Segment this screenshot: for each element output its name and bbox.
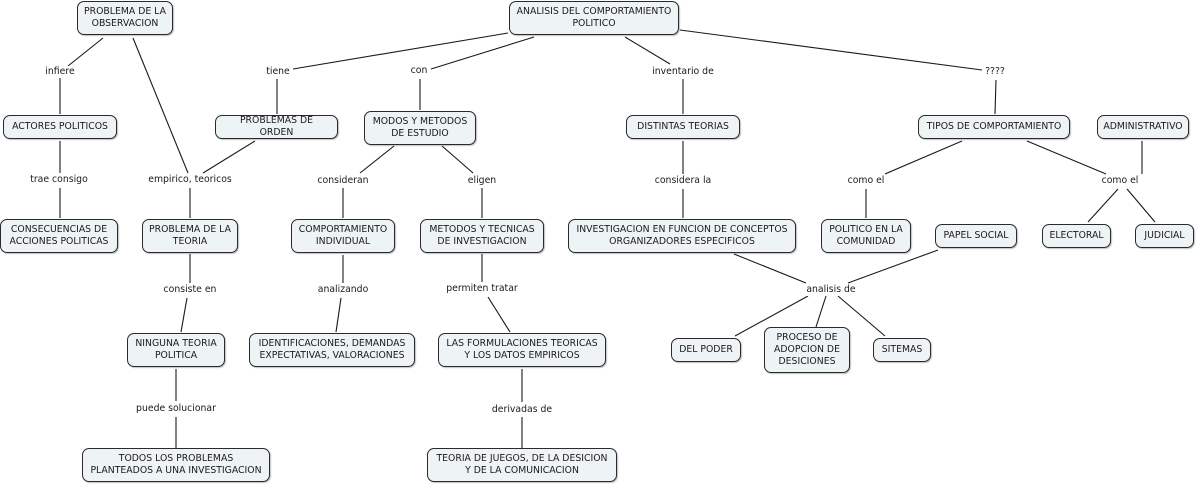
node-sitemas[interactable]: SITEMAS — [873, 338, 931, 362]
link-label-como-el: como el — [1099, 175, 1141, 187]
link-label-derivadas-de: derivadas de — [489, 404, 555, 416]
link-label-con: con — [408, 65, 430, 77]
link-label-empirico-teoricos: empirico, teoricos — [146, 174, 234, 186]
node-modos-metodos[interactable]: MODOS Y METODOS DE ESTUDIO — [364, 111, 476, 145]
node-teoria-juegos[interactable]: TEORIA DE JUEGOS, DE LA DESICION Y DE LA… — [427, 448, 617, 482]
node-formulaciones[interactable]: LAS FORMULACIONES TEORICAS Y LOS DATOS E… — [438, 333, 606, 367]
link-label-consiste-en: consiste en — [161, 284, 219, 296]
node-comportamiento-individual[interactable]: COMPORTAMIENTO INDIVIDUAL — [291, 219, 395, 253]
node-identificaciones[interactable]: IDENTIFICACIONES, DEMANDAS EXPECTATIVAS,… — [249, 333, 415, 367]
node-tipos-comportamiento[interactable]: TIPOS DE COMPORTAMIENTO — [918, 115, 1070, 139]
link-label-analisis-de: analisis de — [804, 284, 858, 296]
node-proceso-adopcion[interactable]: PROCESO DE ADOPCION DE DESICIONES — [764, 327, 850, 373]
node-del-poder[interactable]: DEL PODER — [671, 338, 741, 362]
node-judicial[interactable]: JUDICIAL — [1135, 224, 1194, 248]
node-metodos-tecnicas[interactable]: METODOS Y TECNICAS DE INVESTIGACION — [420, 219, 544, 253]
link-label-trae-consigo: trae consigo — [28, 174, 90, 186]
node-electoral[interactable]: ELECTORAL — [1042, 224, 1111, 248]
link-label-question: ???? — [983, 66, 1007, 78]
node-ninguna-teoria[interactable]: NINGUNA TEORIA POLITICA — [127, 333, 225, 367]
node-problema-teoria[interactable]: PROBLEMA DE LA TEORIA — [142, 219, 238, 253]
link-label-como-el: como el — [845, 175, 887, 187]
link-label-infiere: infiere — [43, 66, 77, 78]
link-label-analizando: analizando — [315, 284, 371, 296]
link-label-puede-solucionar: puede solucionar — [134, 403, 218, 415]
node-administrativo[interactable]: ADMINISTRATIVO — [1097, 115, 1189, 139]
node-investigacion-conceptos[interactable]: INVESTIGACION EN FUNCION DE CONCEPTOS OR… — [568, 219, 796, 253]
node-analisis-comportamiento-politico[interactable]: ANALISIS DEL COMPORTAMIENTO POLITICO — [509, 1, 679, 35]
link-label-permiten-tratar: permiten tratar — [444, 283, 520, 295]
node-papel-social[interactable]: PAPEL SOCIAL — [935, 224, 1017, 248]
node-actores-politicos[interactable]: ACTORES POLITICOS — [3, 115, 117, 139]
node-todos-problemas[interactable]: TODOS LOS PROBLEMAS PLANTEADOS A UNA INV… — [82, 448, 270, 482]
node-consecuencias[interactable]: CONSECUENCIAS DE ACCIONES POLITICAS — [0, 219, 118, 253]
node-problema-observacion[interactable]: PROBLEMA DE LA OBSERVACION — [77, 1, 173, 35]
link-label-eligen: eligen — [465, 175, 499, 187]
link-label-tiene: tiene — [264, 66, 292, 78]
link-label-inventario-de: inventario de — [650, 66, 716, 78]
link-label-consideran: consideran — [315, 175, 371, 187]
link-label-considera-la: considera la — [652, 175, 714, 187]
node-politico-comunidad[interactable]: POLITICO EN LA COMUNIDAD — [821, 219, 911, 253]
node-distintas-teorias[interactable]: DISTINTAS TEORIAS — [626, 115, 740, 139]
node-problemas-orden[interactable]: PROBLEMAS DE ORDEN — [215, 115, 338, 139]
